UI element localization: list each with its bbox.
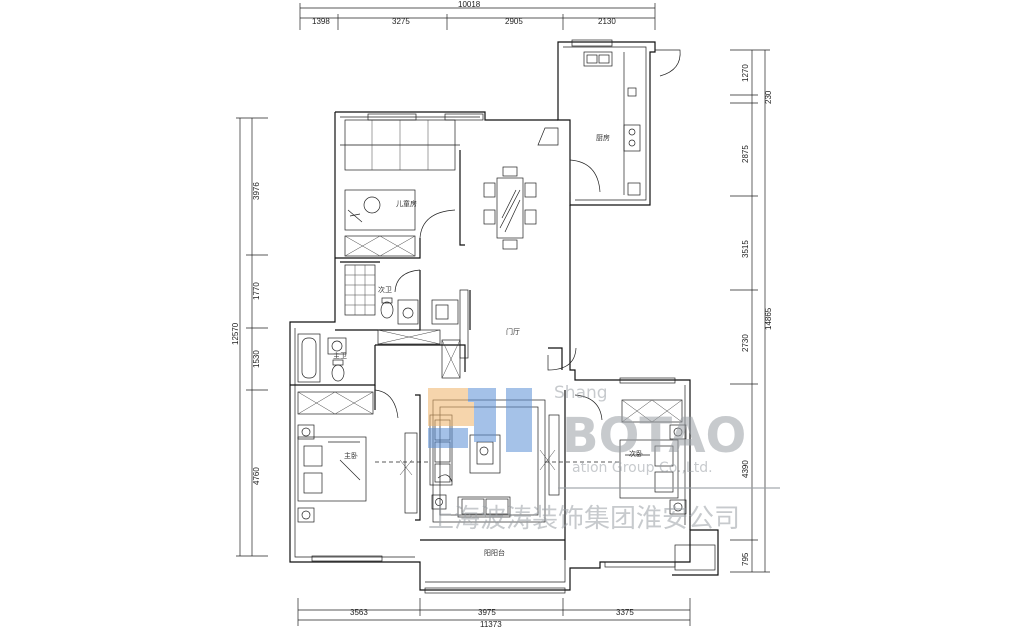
- watermark-chinese: 上海波涛装饰集团淮安公司: [428, 504, 740, 534]
- bathtub-icon: [297, 333, 321, 383]
- dining-chair-icon: [483, 182, 496, 198]
- kids-wardrobe: [344, 235, 416, 257]
- top-total-dim: 10018: [458, 0, 481, 9]
- shoe-cabinet: [377, 329, 441, 345]
- master-bedroom-furniture: [297, 391, 418, 523]
- bottom-total-dim: 11373: [480, 620, 502, 628]
- nightstand-icon: [669, 499, 687, 515]
- left-dim-2: 1770: [252, 282, 261, 300]
- master-bedroom-label: 主卧: [344, 451, 358, 460]
- entry-cabinet: [441, 339, 461, 379]
- exterior-walls: [289, 41, 719, 591]
- left-dim-3: 1530: [252, 350, 261, 368]
- kitchen-label: 厨房: [596, 133, 610, 142]
- right-dim-5: 2730: [741, 334, 750, 352]
- tv-cabinet: [404, 432, 418, 514]
- left-total-dim: 12570: [231, 322, 240, 345]
- master-bath-fixtures: [297, 333, 399, 419]
- interior-walls: [290, 144, 566, 560]
- right-dim-1: 1270: [741, 64, 750, 82]
- dining-table-group: [483, 127, 559, 250]
- top-dimension-group: 10018 1398 3275 2905 2130: [299, 0, 656, 30]
- dining-chair-icon: [524, 209, 537, 225]
- top-dim-2: 3275: [392, 17, 410, 26]
- kids-room-label: 儿童房: [396, 199, 417, 208]
- company-watermark: Shang BOTAO ation Group Co.,Ltd. 上海波涛装饰集…: [428, 383, 780, 534]
- nightstand-icon: [669, 424, 687, 440]
- washbasin-icon: [327, 337, 347, 355]
- right-dim-6: 4390: [741, 460, 750, 478]
- fridge-icon: [627, 182, 641, 196]
- right-dim-7: 795: [741, 552, 750, 566]
- living-label: 门厅: [506, 327, 520, 336]
- second-bed: [619, 439, 679, 499]
- dining-chair-icon: [502, 239, 518, 250]
- washbasin-icon: [397, 299, 419, 325]
- right-total-dim: 14865: [764, 307, 773, 330]
- right-dimension-group: 1270 230 2875 3515 2730 4390 795 14865: [730, 49, 773, 573]
- dining-table: [496, 177, 524, 239]
- kids-chair-icon: [363, 196, 381, 214]
- kitchen-fixtures: [569, 49, 681, 196]
- toilet-icon: [380, 301, 394, 319]
- master-bath-label: 主卫: [333, 351, 347, 360]
- watermark-latin-top: Shang: [554, 383, 608, 403]
- balcony-label: 阳阳台: [484, 548, 505, 557]
- dining-chair-icon: [483, 209, 496, 225]
- room-labels: 厨房 儿童房 次卫 主卫 门厅 主卧 次卧 阳阳台: [333, 133, 643, 557]
- left-dim-1: 3976: [252, 182, 261, 200]
- kids-desk: [344, 189, 416, 231]
- tv-unit: [548, 414, 560, 496]
- nightstand-icon: [297, 507, 315, 523]
- right-dim-4: 3515: [741, 240, 750, 258]
- left-dim-4: 4760: [252, 467, 261, 485]
- secondary-bath-label: 次卫: [378, 285, 392, 294]
- kids-room-furniture: [344, 119, 456, 257]
- cabinet-icon: [431, 299, 459, 325]
- top-dim-4: 2130: [598, 17, 616, 26]
- dining-chair-icon: [524, 182, 537, 198]
- bottom-dim-3: 3375: [616, 608, 634, 617]
- nightstand-icon: [297, 424, 315, 440]
- top-dim-1: 1398: [312, 17, 330, 26]
- bottom-dim-2: 3975: [478, 608, 496, 617]
- dining-chair-icon: [502, 166, 518, 177]
- second-bedroom-label: 次卧: [629, 449, 643, 458]
- watermark-logo-icon: [428, 388, 532, 452]
- side-table-icon: [431, 494, 447, 510]
- kitchen-sink-icon: [583, 51, 613, 67]
- master-bed: [297, 436, 367, 502]
- stove-icon: [623, 124, 641, 152]
- bottom-dim-1: 3563: [350, 608, 368, 617]
- watermark-brand: BOTAO: [562, 408, 746, 464]
- second-bedroom-furniture: [574, 394, 716, 571]
- bottom-dimension-group: 3563 3975 3375 11373: [297, 598, 691, 628]
- top-dim-3: 2905: [505, 17, 523, 26]
- left-dimension-group: 12570 3976 1770 1530 4760: [231, 117, 268, 557]
- shower-icon: [344, 264, 376, 316]
- balcony-unit: [674, 544, 716, 571]
- watermark-latin-bottom: ation Group Co.,Ltd.: [572, 460, 713, 476]
- secondary-bath-fixtures: [344, 264, 469, 379]
- right-dim-2: 230: [764, 90, 773, 104]
- sofa-bottom: [457, 496, 511, 518]
- window-strips: [311, 39, 676, 594]
- master-wardrobe: [297, 391, 374, 415]
- right-dim-3: 2875: [741, 145, 750, 163]
- toilet-icon: [331, 364, 345, 382]
